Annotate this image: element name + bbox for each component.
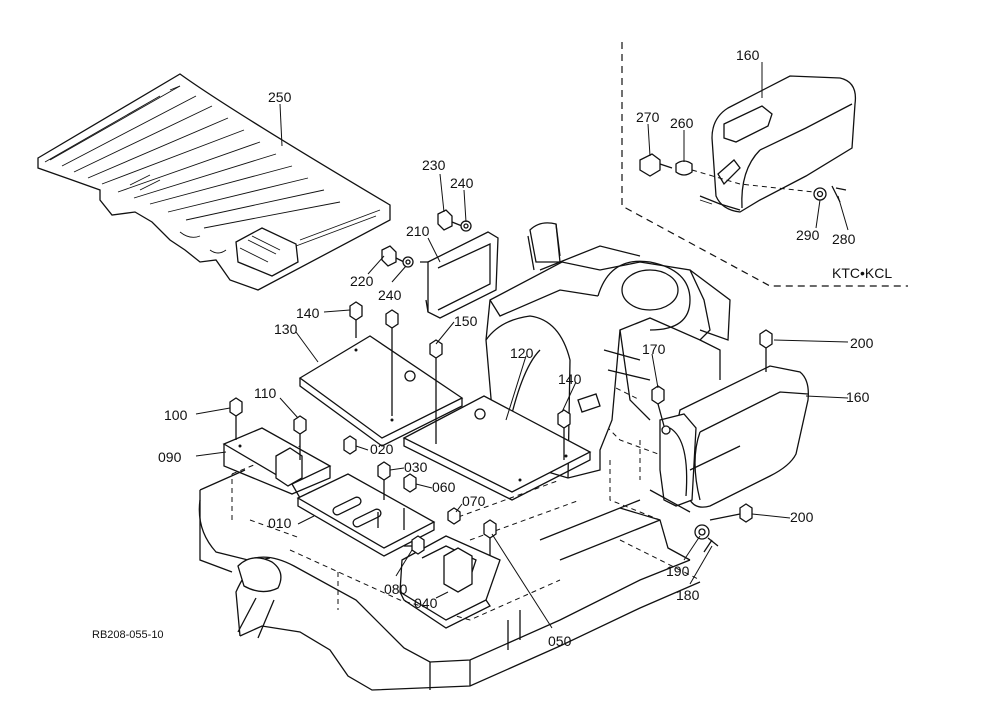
callout-270: 270 <box>636 109 660 125</box>
washer-240-upper-icon <box>460 220 472 232</box>
callout-240-upper: 240 <box>450 175 474 191</box>
drawing-code: RB208-055-10 <box>92 629 164 641</box>
callout-labels: 250 230 240 210 220 240 140 130 150 120 … <box>158 47 874 649</box>
callout-260: 260 <box>670 115 694 131</box>
callout-060: 060 <box>432 479 456 495</box>
fuel-tank-variant <box>699 75 857 213</box>
bolt-170-icon <box>651 385 665 427</box>
callout-120: 120 <box>510 345 534 361</box>
callout-190: 190 <box>666 563 690 579</box>
callout-090: 090 <box>158 449 182 465</box>
bracket-040 <box>399 535 501 629</box>
pin-180-icon <box>703 537 719 553</box>
bolt-270-icon <box>639 153 661 177</box>
callout-170: 170 <box>642 341 666 357</box>
collar-260-icon <box>675 160 693 176</box>
bolt-080-icon <box>404 535 425 555</box>
callout-050: 050 <box>548 633 572 649</box>
callout-200-lower: 200 <box>790 509 814 525</box>
floor-mat <box>37 73 391 291</box>
seat-support-frame <box>485 222 731 479</box>
main-floor-frame <box>198 469 701 691</box>
variant-label: KTC•KCL <box>832 265 892 281</box>
callout-040: 040 <box>414 595 438 611</box>
callout-180: 180 <box>676 587 700 603</box>
bolt-230-icon <box>437 209 463 231</box>
bolt-110-icon <box>293 415 307 460</box>
variant-region: KTC•KCL <box>621 42 908 287</box>
callout-210: 210 <box>406 223 430 239</box>
callout-230: 230 <box>422 157 446 173</box>
bolt-220-icon <box>381 245 405 267</box>
callout-100: 100 <box>164 407 188 423</box>
bolt-030-icon <box>377 461 391 500</box>
bolt-200-upper-icon <box>759 329 773 372</box>
callout-200-upper: 200 <box>850 335 874 351</box>
bolt-140-upper-icon <box>349 301 363 338</box>
bolt-060-icon <box>403 473 417 493</box>
bolt-140-lower-icon <box>557 409 571 460</box>
bracket-plate-090 <box>222 427 332 499</box>
callout-020: 020 <box>370 441 394 457</box>
bolt-020-icon <box>343 435 357 455</box>
callout-140-lower: 140 <box>558 371 582 387</box>
bolt-150-right-icon <box>429 339 443 444</box>
callout-160-main: 160 <box>846 389 870 405</box>
leader-lines <box>195 62 849 629</box>
side-cover <box>420 231 499 319</box>
callout-150: 150 <box>454 313 478 329</box>
tank-fastener-set <box>639 153 847 203</box>
callout-030: 030 <box>404 459 428 475</box>
callout-110: 110 <box>254 385 277 401</box>
callout-080: 080 <box>384 581 408 597</box>
washer-290-icon <box>813 187 827 201</box>
callout-250: 250 <box>268 89 292 105</box>
callout-130: 130 <box>274 321 298 337</box>
washer-190-icon <box>694 524 710 540</box>
step-plate-120 <box>402 395 592 501</box>
plate-010 <box>296 473 436 557</box>
callout-160-variant: 160 <box>736 47 760 63</box>
bolt-050-icon <box>483 519 497 556</box>
callout-140-upper: 140 <box>296 305 320 321</box>
fuel-tank-main <box>649 365 809 513</box>
bolt-100-icon <box>229 397 243 440</box>
callout-220: 220 <box>350 273 374 289</box>
nut-070-icon <box>447 507 461 525</box>
bolt-150-left-icon <box>385 309 399 416</box>
callout-280: 280 <box>832 231 856 247</box>
step-plate-130 <box>298 335 464 447</box>
bolt-set <box>229 209 773 556</box>
callout-240-lower: 240 <box>378 287 402 303</box>
callout-010: 010 <box>268 515 292 531</box>
callout-070: 070 <box>462 493 486 509</box>
washer-240-lower-icon <box>402 256 414 268</box>
bolt-200-lower-icon <box>709 503 753 523</box>
callout-290: 290 <box>796 227 820 243</box>
